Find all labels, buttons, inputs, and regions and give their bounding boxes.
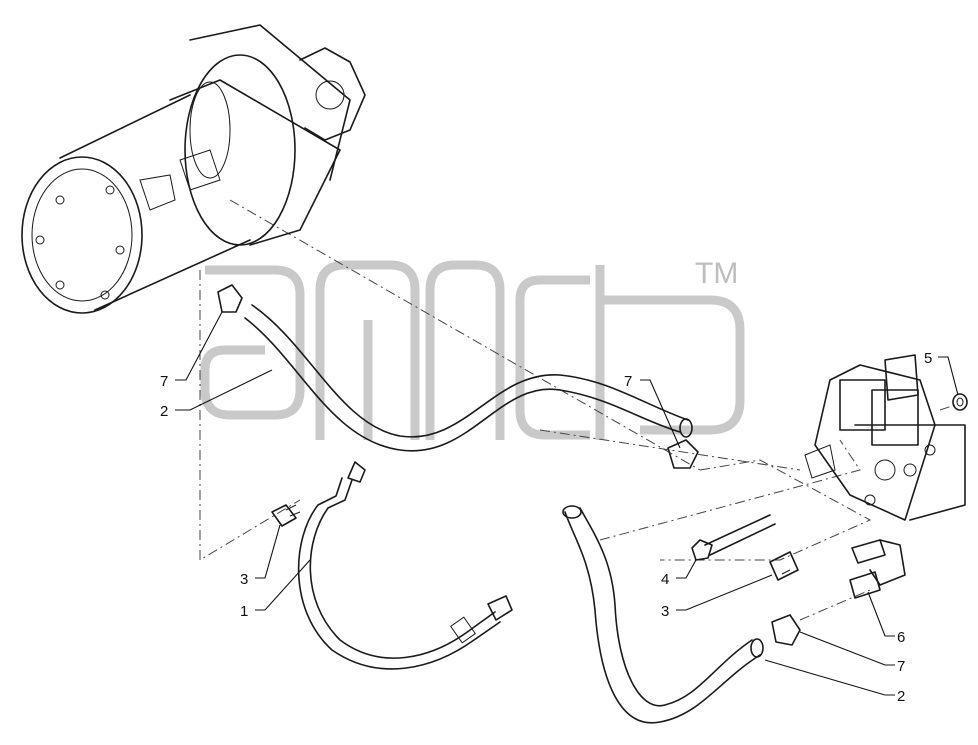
callout-labels: 7 2 7 5 3 1 4 3 6 7 2 [160,350,932,705]
callout-1: 1 [240,603,248,620]
callout-2-bottom: 2 [897,688,905,705]
watermark-logo: TM [200,257,745,440]
callout-7-top-left: 7 [160,373,168,390]
hydraulic-motor [21,24,366,314]
assembly-lines [199,199,956,621]
callout-3-left: 3 [240,571,248,588]
callout-3-right: 3 [661,603,669,620]
hose-2-lower [562,505,764,724]
callout-7-bottom: 7 [897,658,905,675]
clamp-7-top-left [217,284,243,313]
leader-lines [175,311,959,696]
fitting-3-left [271,504,301,527]
callout-5: 5 [924,350,932,367]
tee-fitting-6 [849,539,906,599]
callout-2-top-left: 2 [160,403,168,420]
hose-2-upper [244,304,693,452]
plug-5 [952,393,968,411]
callout-6: 6 [897,629,905,646]
bolt-4 [691,514,776,561]
callout-7-middle: 7 [624,373,632,390]
valve-block [804,354,966,521]
trademark-mark: TM [695,257,738,290]
callout-4: 4 [661,571,669,588]
hose-1 [297,461,513,670]
clamp-7-middle [667,439,699,469]
clamp-7-bottom [771,614,801,646]
fitting-3-right [769,551,799,581]
